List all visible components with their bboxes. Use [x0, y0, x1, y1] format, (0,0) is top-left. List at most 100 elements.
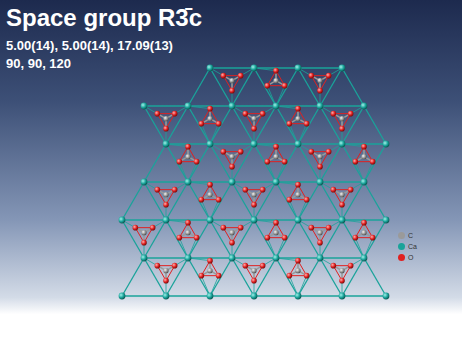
- carbon-atom: [207, 268, 212, 273]
- bond: [276, 258, 298, 296]
- oxygen-atom: [304, 197, 310, 203]
- cell-parameters: 5.00(14), 5.00(14), 17.09(13): [6, 38, 173, 53]
- calcium-atom: [295, 65, 302, 72]
- calcium-atom: [361, 179, 368, 186]
- oxygen-atom: [199, 197, 205, 203]
- bond: [342, 295, 386, 296]
- bond: [144, 220, 166, 258]
- oxygen-atom: [260, 263, 266, 269]
- oxygen-atom: [317, 240, 323, 246]
- oxygen-atom: [370, 235, 376, 241]
- bond: [320, 105, 364, 106]
- bond: [210, 219, 254, 220]
- oxygen-atom: [265, 159, 271, 165]
- oxygen-atom: [216, 273, 222, 279]
- bond: [122, 258, 144, 296]
- oxygen-atom: [260, 187, 266, 193]
- oxygen-atom: [353, 159, 359, 165]
- bond: [144, 106, 166, 144]
- carbon-atom: [229, 230, 234, 235]
- bond: [364, 220, 386, 258]
- bond: [298, 68, 320, 106]
- oxygen-atom: [163, 278, 169, 284]
- calcium-atom: [295, 293, 302, 300]
- bond: [254, 106, 276, 144]
- oxygen-atom: [348, 111, 354, 117]
- oxygen-atom: [150, 225, 156, 231]
- cell-parameters: 90, 90, 120: [6, 56, 71, 71]
- oxygen-atom: [238, 225, 244, 231]
- bond: [298, 144, 320, 182]
- bond: [254, 295, 298, 296]
- oxygen-atom: [265, 83, 271, 89]
- carbon-atom: [163, 268, 168, 273]
- oxygen-atom: [361, 220, 367, 226]
- bond: [320, 144, 342, 182]
- calcium-atom: [273, 255, 280, 262]
- oxygen-atom: [207, 106, 213, 112]
- bond: [298, 182, 320, 220]
- carbon-atom: [317, 154, 322, 159]
- bond: [254, 220, 276, 258]
- oxygen-atom: [229, 164, 235, 170]
- bond: [364, 106, 386, 144]
- bond: [254, 182, 276, 220]
- oxygen-atom: [361, 144, 367, 150]
- bond: [364, 144, 386, 182]
- bond: [166, 182, 188, 220]
- calcium-atom: [383, 293, 390, 300]
- bond: [232, 105, 276, 106]
- oxygen-atom: [229, 240, 235, 246]
- bond: [276, 144, 298, 182]
- oxygen-atom: [177, 235, 183, 241]
- calcium-atom: [273, 103, 280, 110]
- calcium-atom: [339, 141, 346, 148]
- bond: [232, 68, 254, 106]
- calcium-atom: [251, 141, 258, 148]
- oxygen-atom: [331, 187, 337, 193]
- oxygen-atom: [326, 149, 332, 155]
- oxygen-atom: [199, 273, 205, 279]
- calcium-atom: [339, 293, 346, 300]
- calcium-atom: [361, 255, 368, 262]
- oxygen-atom: [163, 126, 169, 132]
- oxygen-atom: [273, 68, 279, 74]
- oxygen-atom: [194, 235, 200, 241]
- carbon-atom: [339, 116, 344, 121]
- bond: [298, 143, 342, 144]
- carbon-atom: [295, 116, 300, 121]
- legend-text: C: [408, 231, 413, 240]
- oxygen-atom: [155, 111, 161, 117]
- carbon-atom: [229, 154, 234, 159]
- oxygen-atom: [221, 149, 227, 155]
- bond: [298, 219, 342, 220]
- bond: [210, 295, 254, 296]
- oxygen-atom: [172, 111, 178, 117]
- oxygen-atom: [273, 220, 279, 226]
- carbon-atom: [185, 230, 190, 235]
- bond: [166, 295, 210, 296]
- oxygen-atom: [163, 202, 169, 208]
- bond: [188, 144, 210, 182]
- bond: [188, 258, 210, 296]
- bond: [210, 144, 232, 182]
- calcium-atom: [119, 217, 126, 224]
- bond: [254, 144, 276, 182]
- oxygen-atom: [229, 88, 235, 94]
- oxygen-atom: [221, 73, 227, 79]
- oxygen-atom: [172, 263, 178, 269]
- legend-text: Ca: [408, 242, 417, 251]
- calcium-atom: [163, 217, 170, 224]
- bond: [210, 68, 232, 106]
- oxygen-atom: [238, 149, 244, 155]
- carbon-atom: [251, 192, 256, 197]
- calcium-atom: [339, 65, 346, 72]
- bond: [232, 144, 254, 182]
- carbon-atom: [251, 268, 256, 273]
- bond: [144, 258, 166, 296]
- oxygen-atom: [326, 225, 332, 231]
- calcium-atom: [163, 293, 170, 300]
- bond: [122, 182, 144, 220]
- calcium-atom: [119, 293, 126, 300]
- oxygen-atom: [331, 111, 337, 117]
